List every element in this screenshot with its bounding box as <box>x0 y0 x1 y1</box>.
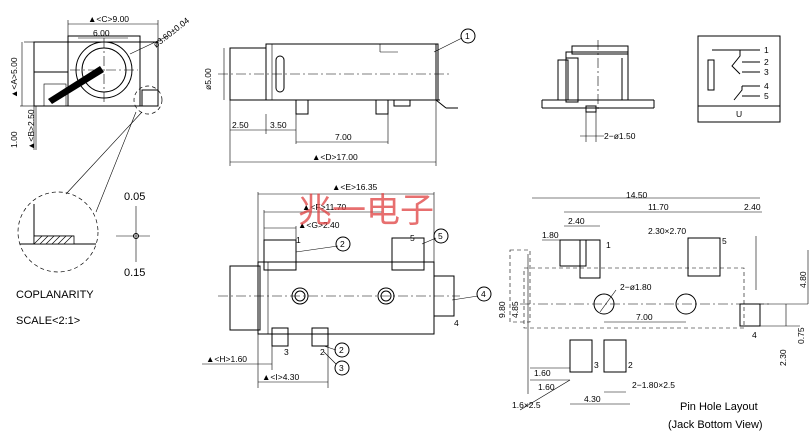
watermark-text: 兆一电子 <box>298 191 434 231</box>
pin-d230x270: 2.30×2.70 <box>648 226 686 236</box>
schematic-pin-4: 4 <box>764 81 769 91</box>
layout-pin-3: 3 <box>594 360 599 370</box>
dim-f: ▲<F>11.70 <box>302 202 346 212</box>
dim-005: 0.05 <box>124 191 145 203</box>
dim-b: ▲<B>2.50 <box>26 109 36 150</box>
pin-d1170: 11.70 <box>648 202 669 212</box>
callout-5: 5 <box>438 231 443 241</box>
pin-d240b: 2.40 <box>744 202 761 212</box>
pin-d180: 1.80 <box>542 230 559 240</box>
dim-350: 3.50 <box>270 120 287 130</box>
schematic-pin-2: 2 <box>764 57 769 67</box>
pin-d980: 9.80 <box>497 301 507 318</box>
pin-d2phi180: 2−ø1.80 <box>620 282 652 292</box>
dim-d: ▲<D>17.00 <box>312 152 358 162</box>
pin-d160b: 1.60 <box>538 382 555 392</box>
bottom-pin-1: 1 <box>296 235 301 245</box>
bottom-pin-3: 3 <box>284 347 289 357</box>
callout-2b: 2 <box>339 345 344 355</box>
dim-phi5: ø5.00 <box>203 68 213 90</box>
bottom-pin-5: 5 <box>410 233 415 243</box>
dim-h: ▲<H>1.60 <box>206 354 247 364</box>
bottom-pin-4: 4 <box>454 318 459 328</box>
layout-pin-2: 2 <box>628 360 633 370</box>
layout-pin-1: 1 <box>606 240 611 250</box>
dim-g: ▲<G>2.40 <box>298 220 340 230</box>
pin-d075: 0.75 <box>796 327 806 344</box>
coplanarity-label: COPLANARITY <box>16 289 94 301</box>
callout-3: 3 <box>339 363 344 373</box>
scale-label: SCALE<2:1> <box>16 315 80 327</box>
schematic-pin-3: 3 <box>764 67 769 77</box>
dim-100: 1.00 <box>9 131 19 148</box>
dim-phi: ø3.60±0.04 <box>151 15 191 49</box>
schematic-symbol <box>697 35 781 123</box>
pin-d230: 2.30 <box>778 349 788 366</box>
dim-a: ▲<A>5.00 <box>9 57 19 98</box>
layout-pin-4: 4 <box>752 330 757 340</box>
dim-e: ▲<E>16.35 <box>332 182 378 192</box>
schematic-label: U <box>736 109 742 119</box>
dim-015: 0.15 <box>124 267 145 279</box>
front-view <box>20 20 169 150</box>
pin-d1450: 14.50 <box>626 190 648 200</box>
dim-c: ▲<C>9.00 <box>88 14 129 24</box>
callout-1: 1 <box>465 31 470 41</box>
schematic-pin-5: 5 <box>764 91 769 101</box>
pin-layout-title: Pin Hole Layout <box>680 401 758 413</box>
bottom-view <box>202 192 492 388</box>
pin-d430: 4.30 <box>584 394 601 404</box>
pin-d700: 7.00 <box>636 312 653 322</box>
pin-d16x25: 1.6×2.5 <box>512 400 541 410</box>
pin-hole-layout <box>509 197 809 411</box>
pin-d160a: 1.60 <box>534 368 551 378</box>
dim-holes: 2−ø1.50 <box>604 131 636 141</box>
dim-600: 6.00 <box>93 28 110 38</box>
callout-2a: 2 <box>340 239 345 249</box>
callout-4: 4 <box>481 289 486 299</box>
schematic-pin-1: 1 <box>764 45 769 55</box>
dim-700: 7.00 <box>335 132 352 142</box>
bottom-pin-2: 2 <box>320 347 325 357</box>
dim-250: 2.50 <box>232 120 249 130</box>
pin-d485: 4.85 <box>510 301 520 318</box>
dim-i: ▲<I>4.30 <box>262 372 300 382</box>
layout-pin-5: 5 <box>722 236 727 246</box>
coplanarity-detail <box>17 85 163 273</box>
pin-layout-subtitle: (Jack Bottom View) <box>668 419 763 431</box>
end-view <box>541 40 655 142</box>
pin-d2x180x25: 2−1.80×2.5 <box>632 380 675 390</box>
pin-d480: 4.80 <box>798 271 808 288</box>
side-view <box>218 28 476 166</box>
pin-d240a: 2.40 <box>568 216 585 226</box>
